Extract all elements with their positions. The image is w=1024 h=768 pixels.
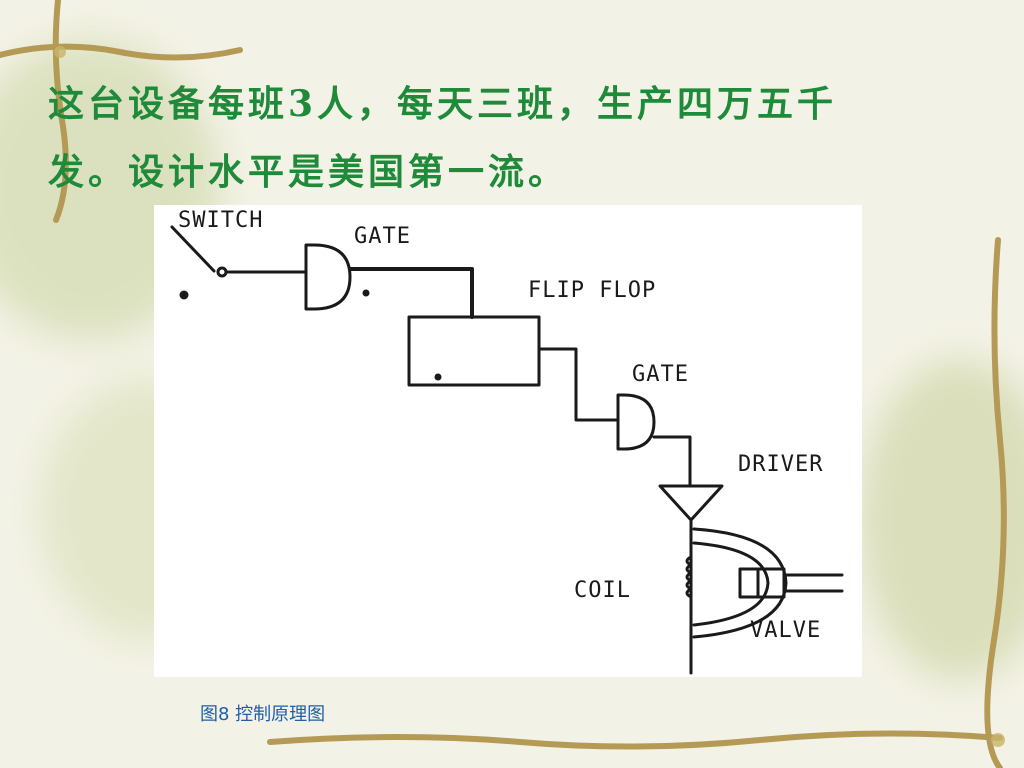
label-coil: COIL [574,578,631,603]
valve-arc-inner [692,541,770,627]
gate-1-input-dot [362,289,370,297]
slide-title: 这台设备每班3人，每天三班，生产四万五千 发。设计水平是美国第一流。 [48,70,948,206]
title-line-2: 发。设计水平是美国第一流。 [48,151,569,193]
label-gate-1: GATE [354,224,411,249]
valve-body [738,567,786,599]
coil-symbol [685,555,693,599]
driver-symbol [658,484,724,522]
switch-lever [170,225,216,273]
label-flip-flop: FLIP FLOP [528,278,656,303]
label-driver: DRIVER [738,452,823,477]
wire-gate2-driver [652,435,692,487]
flip-flop-block [407,315,541,387]
label-valve: VALVE [750,618,821,643]
wire-gate1-flipflop [348,267,474,319]
wire-flipflop-gate2 [537,347,620,422]
label-switch: SWITCH [178,208,263,233]
title-line-1: 这台设备每班3人，每天三班，生产四万五千 [48,83,838,125]
label-gate-2: GATE [632,362,689,387]
gate-1-symbol [304,243,352,311]
flip-flop-dot [434,373,442,381]
control-diagram-svg: SWITCH GATE FLIP FLOP GATE DRIVER COIL V… [170,208,844,675]
switch-terminal [179,290,189,300]
gate-2-symbol [616,393,656,451]
figure-caption: 图8 控制原理图 [200,704,326,725]
valve-arc-outer [692,527,788,639]
control-diagram: SWITCH GATE FLIP FLOP GATE DRIVER COIL V… [154,205,862,677]
